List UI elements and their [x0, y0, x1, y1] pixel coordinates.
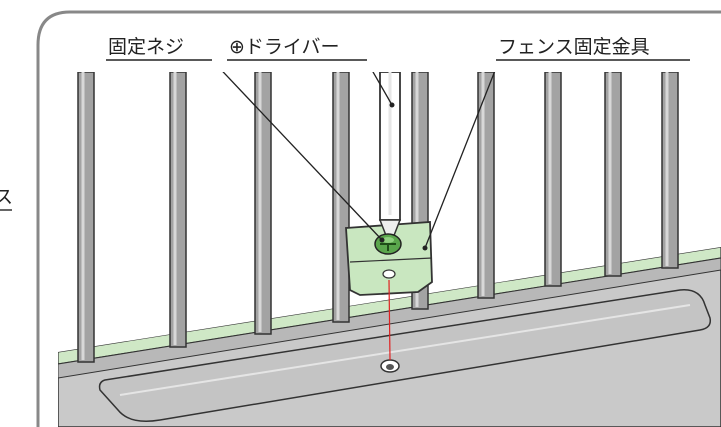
driver-label: ⊕ドライバー: [229, 36, 340, 58]
screwdriver: [378, 72, 402, 239]
driver-leader-line: [372, 72, 393, 106]
fence-bracket: [345, 221, 433, 296]
bracket-label: フェンス固定金具: [498, 36, 650, 58]
tray-recess: [98, 289, 712, 422]
fixing-screw: [374, 233, 402, 255]
illustration-frame: [36, 10, 721, 427]
alignment-guide: [388, 279, 391, 361]
screw-label: 固定ネジ: [108, 36, 184, 58]
cut-off-label: ス: [0, 186, 13, 208]
bracket-leader-line: [424, 72, 496, 249]
screw-leader-line: [222, 72, 383, 241]
